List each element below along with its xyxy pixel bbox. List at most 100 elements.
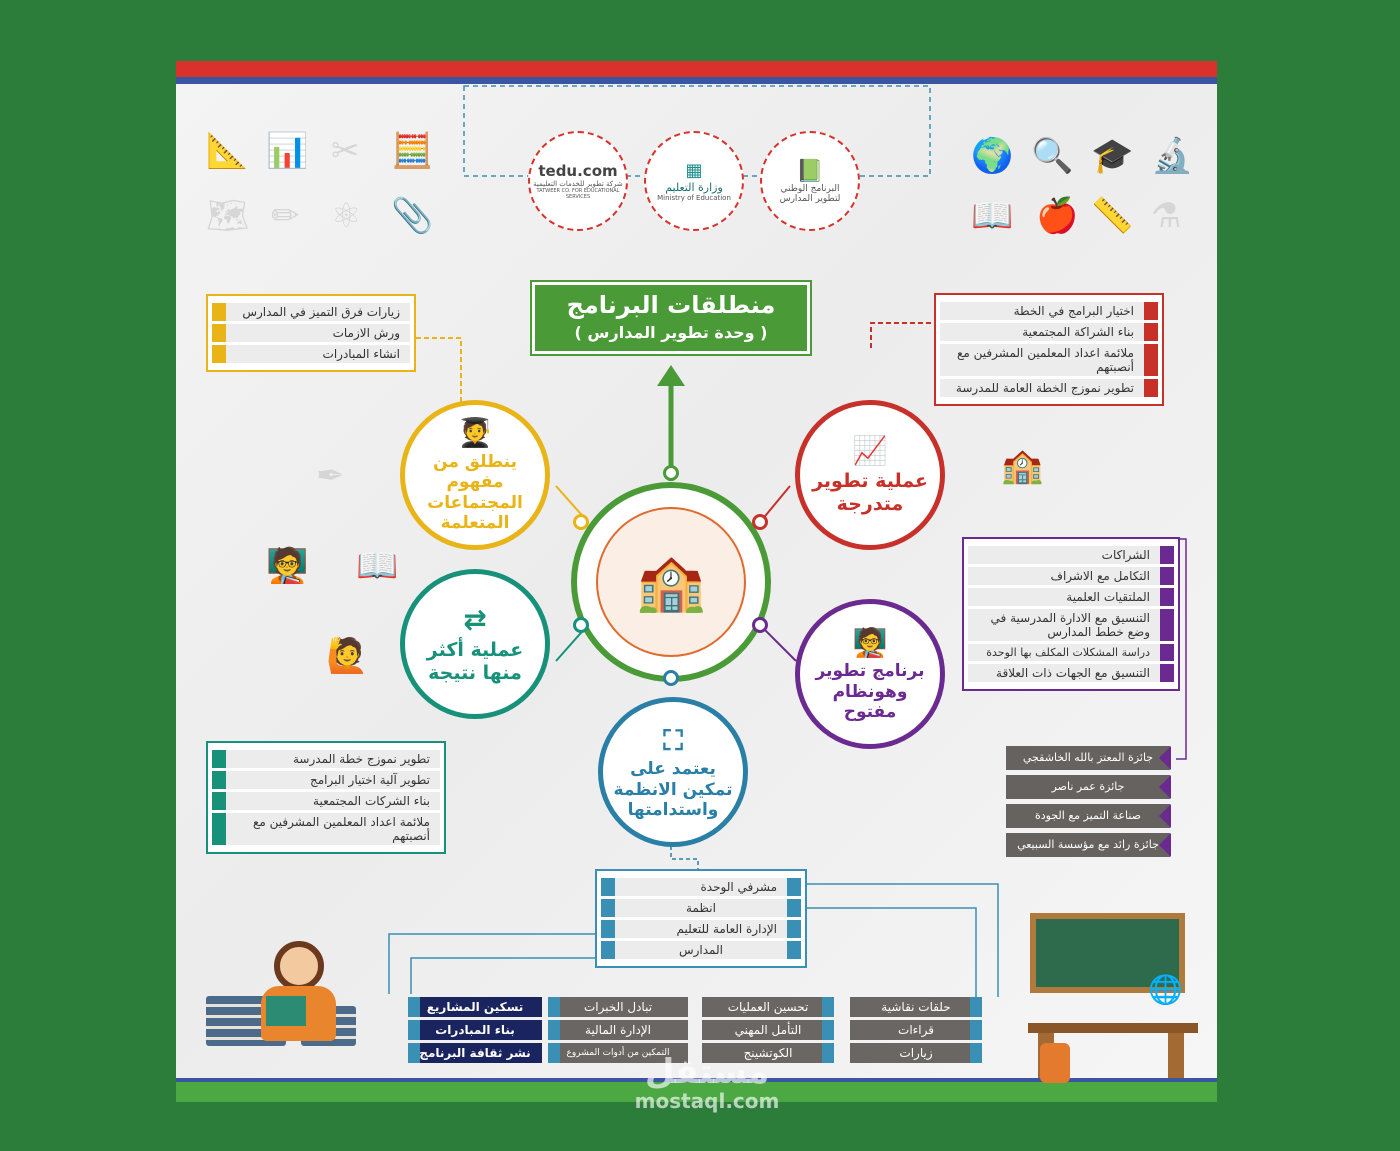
list-item: تطوير آلية اختيار البرامج [212,771,440,789]
blue-connector [670,839,699,869]
top-blue-bar [176,77,1217,84]
list-item: المدارس [601,941,801,959]
school-building-icon: 🏫 [596,507,746,657]
circle-tr-line1: عملية تطوير [812,470,928,492]
node-bottom [663,670,679,686]
apple-icon: 🍎 [1036,196,1079,236]
list-item: زيارات فرق التميز في المدارس [212,303,410,321]
list-item: دراسة المشكلات المكلف بها الوحدة [968,644,1174,661]
red-connector [870,322,936,348]
desk-globe-icon: 🌐 [1148,973,1183,1006]
bottom-tag: الكوتشينج [702,1043,834,1063]
ministry-line2: Ministry of Education [657,194,731,202]
circle-tl-line1: ينطلق من [433,452,517,473]
open-book-icon: 📖 [356,546,399,586]
infographic-poster: 📐 📊 ✂ 🧮 🗺 ✏ ⚛ 📎 🌍 🔍 🎓 🔬 📖 🍎 📏 ⚗ ✒ 🧑‍🏫 📖 … [176,61,1217,1102]
bottom-tag: زيارات [850,1043,982,1063]
purple-awards-connector [1176,538,1187,760]
node-top [663,465,679,481]
node-teal [573,617,589,633]
tedu-arabic: شركة تطوير للخدمات التعليمية [533,180,623,188]
bottom-green-bar [176,1082,1217,1102]
graduate-icon: 🧑‍🎓 [457,416,493,450]
ministry-logo: ▦ وزارة التعليم Ministry of Education [644,131,744,231]
circle-systems-empowerment: ⛶ يعتمد على تمكين الانظمة واستدامتها [598,697,748,847]
list-item: تطوير نموزج الخطة العامة للمدرسة [940,379,1158,397]
paperclip-icon: 📎 [391,196,434,236]
teacher-icon: 🧑‍🏫 [266,546,309,586]
circle-ml-line2: منها نتيجة [428,661,522,684]
red-link [760,485,791,522]
program-title-box: منطلقات البرنامج ( وحدة تطوير المدارس ) [532,282,810,354]
blue-right-line1 [805,883,999,997]
presentation-icon: 🧑‍🏫 [852,625,888,659]
bottom-tag: تحسين العمليات [702,997,834,1017]
reading-student-illustration [206,941,356,1051]
growth-people-icon: 📈 [852,434,888,468]
bottom-tag: قراءات [850,1020,982,1040]
atom-icon: ⚛ [331,196,362,236]
pencil-icon: ✏ [271,196,300,236]
mostaql-watermark: مستقل mostaql.com [612,1055,802,1113]
node-red [752,514,768,530]
circle-b-line3: واستدامتها [627,799,719,820]
list-item: ملائمة اعداد المعلمين المشرفين مع أنصبته… [212,813,440,845]
book-icon: 📖 [971,196,1014,236]
blue-left-line1 [388,933,597,994]
globe-icon: 🌍 [971,136,1014,176]
list-item: التكامل مع الاشراف [968,567,1174,585]
logos-frame [463,85,931,177]
circle-tl-line2: مفهوم [446,472,504,493]
top-red-bar [176,61,1217,77]
map-icon: 🗺 [206,196,250,236]
national-program-logo: 📗 البرنامج الوطني لتطوير المدارس [760,131,860,231]
list-teal: تطوير نموزج خطة المدرسة تطوير آلية اختيا… [206,741,446,854]
list-item: ملائمة اعداد المعلمين المشرفين مع أنصبته… [940,344,1158,376]
node-yellow [573,514,589,530]
circle-tr-line2: متدرجة [836,492,904,515]
program-subtitle: ( وحدة تطوير المدارس ) [574,323,768,342]
circle-mr-line1: برنامج تطوير [815,661,925,682]
book-logo-icon: 📗 [796,158,824,184]
national-program-line1: البرنامج الوطني [780,183,840,194]
list-item: بناء الشركات المجتمعية [212,792,440,810]
list-item: انظمة [601,899,801,917]
circle-b-line1: يعتمد على [630,759,716,780]
bottom-blue-bar [176,1078,1217,1082]
pen-icon: ✒ [316,456,345,496]
people-exchange-icon: ⇄ [463,603,487,637]
list-item: بناء الشراكة المجتمعية [940,323,1158,341]
bottom-tag: بناء المبادرات [408,1020,542,1040]
calculator-icon: 🧮 [391,131,434,171]
list-item: اختيار البرامج في الخطة [940,302,1158,320]
award-tag: جائزة رائد مع مؤسسة السبيعي [1006,833,1171,857]
bottom-tag: تبادل الخبرات [548,997,688,1017]
flask-icon: ⚗ [1151,196,1182,236]
tedu-logo: tedu.com شركة تطوير للخدمات التعليمية TA… [528,131,628,231]
circle-gradual-development: 📈 عملية تطوير متدرجة [795,400,945,550]
circle-open-system: 🧑‍🏫 برنامج تطوير وهونظام مفتوح [795,599,945,749]
purple-link [760,625,797,662]
list-item: التنسيق مع الادارة المدرسية في وضع خطط ا… [968,609,1174,641]
list-item: التنسيق مع الجهات ذات العلاقة [968,664,1174,682]
award-tag: صناعة التميز مع الجودة [1006,804,1171,828]
circle-process-not-result: ⇄ عملية أكثر منها نتيجة [400,569,550,719]
bottom-tag: الإدارة المالية [548,1020,688,1040]
list-item: ورش الازمات [212,324,410,342]
tedu-english: TATWEER CO. FOR EDUCATIONAL SERVICES [536,188,620,200]
program-title: منطلقات البرنامج [566,291,776,319]
circle-ml-line1: عملية أكثر [426,639,524,661]
node-purple [752,617,768,633]
ministry-line1: وزارة التعليم [665,181,723,194]
ministry-emblem-icon: ▦ [685,160,703,181]
scissors-icon: ✂ [331,131,360,171]
list-item: الملتقيات العلمية [968,588,1174,606]
yellow-connector [416,337,462,411]
bottom-tag: تسكين المشاريع [408,997,542,1017]
circle-mr-line2: وهونظام [832,681,908,702]
ruler-icon: 📐 [206,131,249,171]
list-item: تطوير نموزج خطة المدرسة [212,750,440,768]
award-tag: جائزة عمر ناصر [1006,775,1171,799]
list-item: انشاء المبادرات [212,345,410,363]
arrow-head [657,365,685,386]
